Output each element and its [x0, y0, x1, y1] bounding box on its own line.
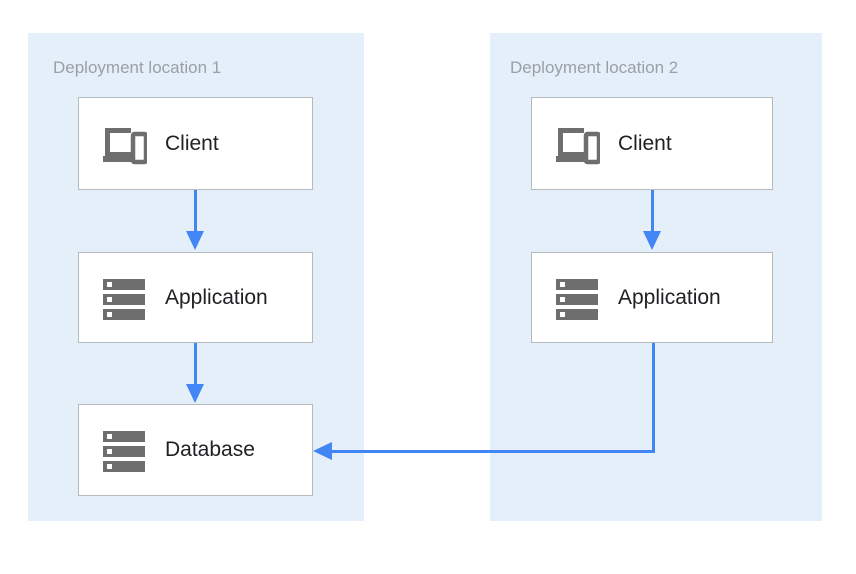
panel-title-deployment-location-2: Deployment location 2 — [510, 58, 679, 77]
node-database-1[interactable]: Database — [78, 404, 313, 496]
node-label-application-2: Application — [618, 285, 721, 309]
connector-client-2-to-application-2 — [651, 190, 654, 233]
node-label-client-1: Client — [165, 131, 219, 155]
arrowhead-client-1-to-application-1 — [186, 231, 204, 250]
node-application-2[interactable]: Application — [531, 252, 773, 343]
connector-application-1-to-database-1 — [194, 343, 197, 386]
server-icon — [554, 276, 600, 320]
server-icon — [101, 276, 147, 320]
client-devices-icon — [554, 122, 600, 166]
server-bar — [103, 293, 145, 305]
node-application-1[interactable]: Application — [78, 252, 313, 343]
server-bar — [103, 278, 145, 290]
arrowhead-application-1-to-database-1 — [186, 384, 204, 403]
panel-title-deployment-location-1: Deployment location 1 — [53, 58, 222, 77]
server-bar — [556, 293, 598, 305]
node-client-2[interactable]: Client — [531, 97, 773, 190]
connector-client-1-to-application-1 — [194, 190, 197, 233]
arrowhead-application-2-to-database-1 — [313, 442, 332, 460]
node-client-1[interactable]: Client — [78, 97, 313, 190]
arrowhead-client-2-to-application-2 — [643, 231, 661, 250]
node-label-database-1: Database — [165, 438, 255, 461]
server-bar — [103, 308, 145, 320]
server-bar — [556, 308, 598, 320]
node-label-application-1: Application — [165, 285, 268, 309]
server-bar — [103, 431, 145, 442]
server-bar — [103, 461, 145, 472]
node-label-client-2: Client — [618, 131, 672, 155]
server-icon — [101, 428, 147, 472]
server-bar — [103, 446, 145, 457]
connector-application-2-to-database-1-vertical — [652, 343, 655, 453]
connector-application-2-to-database-1-horizontal — [331, 450, 655, 453]
server-bar — [556, 278, 598, 290]
client-devices-icon — [101, 122, 147, 166]
